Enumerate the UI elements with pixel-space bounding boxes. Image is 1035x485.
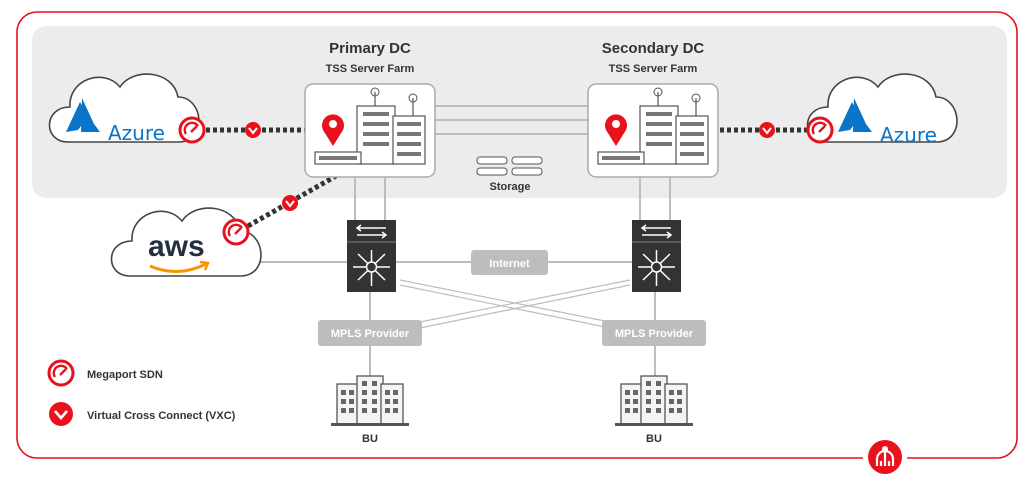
secondary-dc-title: Secondary DC [602, 40, 705, 57]
megaport-logo [863, 440, 907, 474]
azure-label-right: Azure [880, 123, 937, 147]
aws-logo: aws [148, 230, 205, 263]
azure-cloud-right[interactable] [806, 73, 958, 143]
storage-icon [476, 156, 543, 176]
azure-logo [838, 98, 872, 132]
office-building-icon [330, 375, 410, 427]
bu-right-label: BU [646, 433, 662, 445]
legend-vxc-label: Virtual Cross Connect (VXC) [87, 410, 236, 422]
internet-label: Internet [489, 258, 530, 270]
core-switch-left[interactable] [347, 220, 396, 292]
mpls-left-label: MPLS Provider [331, 328, 410, 340]
legend-sdn-label: Megaport SDN [87, 369, 163, 381]
primary-dc-title: Primary DC [329, 40, 411, 57]
azure-cloud-left[interactable] [48, 73, 200, 143]
primary-dc-subtitle: TSS Server Farm [326, 63, 415, 75]
core-switch-right[interactable] [632, 220, 681, 292]
megaport-sdn-icon [806, 116, 834, 144]
vxc-icon [244, 121, 262, 139]
connection-lines [245, 105, 671, 376]
secondary-dc-subtitle: TSS Server Farm [609, 63, 698, 75]
internet-box[interactable] [471, 250, 548, 275]
mpls-provider-right[interactable] [602, 320, 706, 346]
azure-label-left: Azure [108, 121, 165, 145]
aws-smile [149, 262, 207, 273]
mpls-right-label: MPLS Provider [615, 328, 694, 340]
secondary-dc-server-farm[interactable] [587, 83, 719, 178]
server-building-icon [314, 87, 426, 165]
server-building-icon [597, 87, 709, 165]
primary-dc-server-farm[interactable] [304, 83, 436, 178]
legend: Megaport SDN Virtual Cross Connect (VXC) [47, 359, 236, 426]
vxc-icon [281, 194, 299, 212]
azure-logo [66, 98, 100, 132]
megaport-sdn-icon [178, 116, 206, 144]
mpls-provider-left[interactable] [318, 320, 422, 346]
megaport-sdn-icon [47, 359, 75, 387]
vxc-icon [758, 121, 776, 139]
megaport-sdn-icon [222, 218, 250, 246]
bu-left-label: BU [362, 433, 378, 445]
outer-frame [16, 11, 1018, 459]
vxc-icon [49, 402, 73, 426]
office-building-icon [614, 375, 694, 427]
datacenter-panel [32, 26, 1007, 198]
storage-label: Storage [490, 181, 531, 193]
